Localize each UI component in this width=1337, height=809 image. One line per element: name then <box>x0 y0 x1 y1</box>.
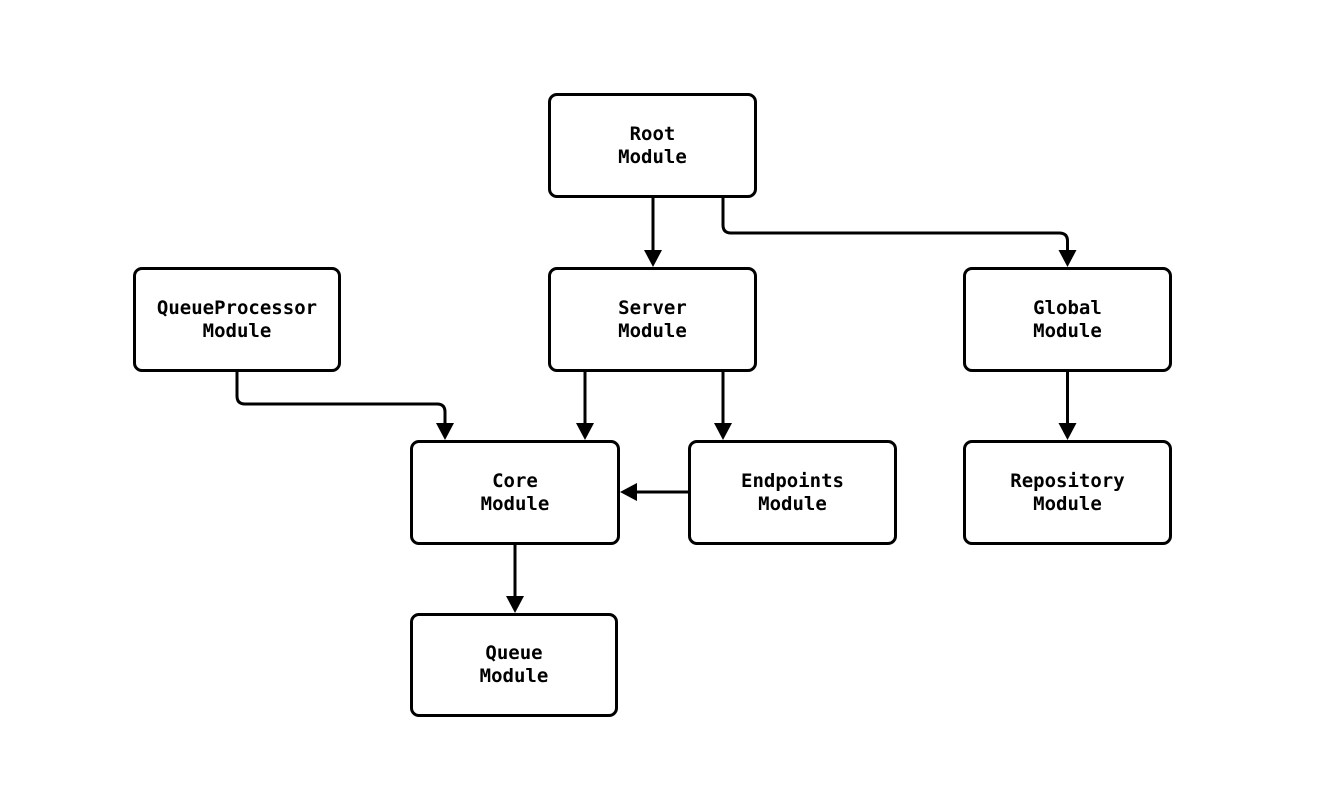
node-label-line: Module <box>618 319 687 342</box>
node-root-module: Root Module <box>548 93 757 198</box>
edge-root-to-global <box>721 198 1077 267</box>
node-label-line: Module <box>758 492 827 515</box>
edge-root-to-server <box>644 198 662 267</box>
edge-server-to-core <box>576 372 594 440</box>
node-label-line: Global <box>1033 296 1102 319</box>
node-label-line: Server <box>618 296 687 319</box>
node-label-line: Queue <box>485 642 543 664</box>
node-label-line: Module <box>202 319 272 342</box>
node-label-line: Module <box>1033 319 1102 342</box>
node-queue-module: Queue Module <box>410 613 618 717</box>
edge-endpoints-to-core <box>620 483 688 501</box>
edge-global-to-repository <box>1058 372 1077 440</box>
node-server-module: Server Module <box>548 267 757 372</box>
node-label-line: Core <box>492 469 538 492</box>
node-label-line: Module <box>480 492 550 515</box>
node-label-line: Root <box>629 122 676 145</box>
node-label-line: Module <box>618 145 687 168</box>
node-queueprocessor-module: QueueProcessor Module <box>133 267 341 372</box>
node-global-module: Global Module <box>963 267 1172 372</box>
edge-server-to-endpoints <box>714 372 732 440</box>
node-endpoints-module: Endpoints Module <box>688 440 897 545</box>
node-label-line: Module <box>1033 492 1102 515</box>
node-label-line: Endpoints <box>741 469 844 492</box>
node-core-module: Core Module <box>410 440 620 545</box>
edge-core-to-queue <box>506 545 524 613</box>
node-label-line: Repository <box>1010 469 1125 492</box>
edge-queueprocessor-to-core <box>235 372 454 440</box>
node-label-line: Module <box>479 665 549 687</box>
node-repository-module: Repository Module <box>963 440 1172 545</box>
node-label-line: QueueProcessor <box>156 296 318 319</box>
